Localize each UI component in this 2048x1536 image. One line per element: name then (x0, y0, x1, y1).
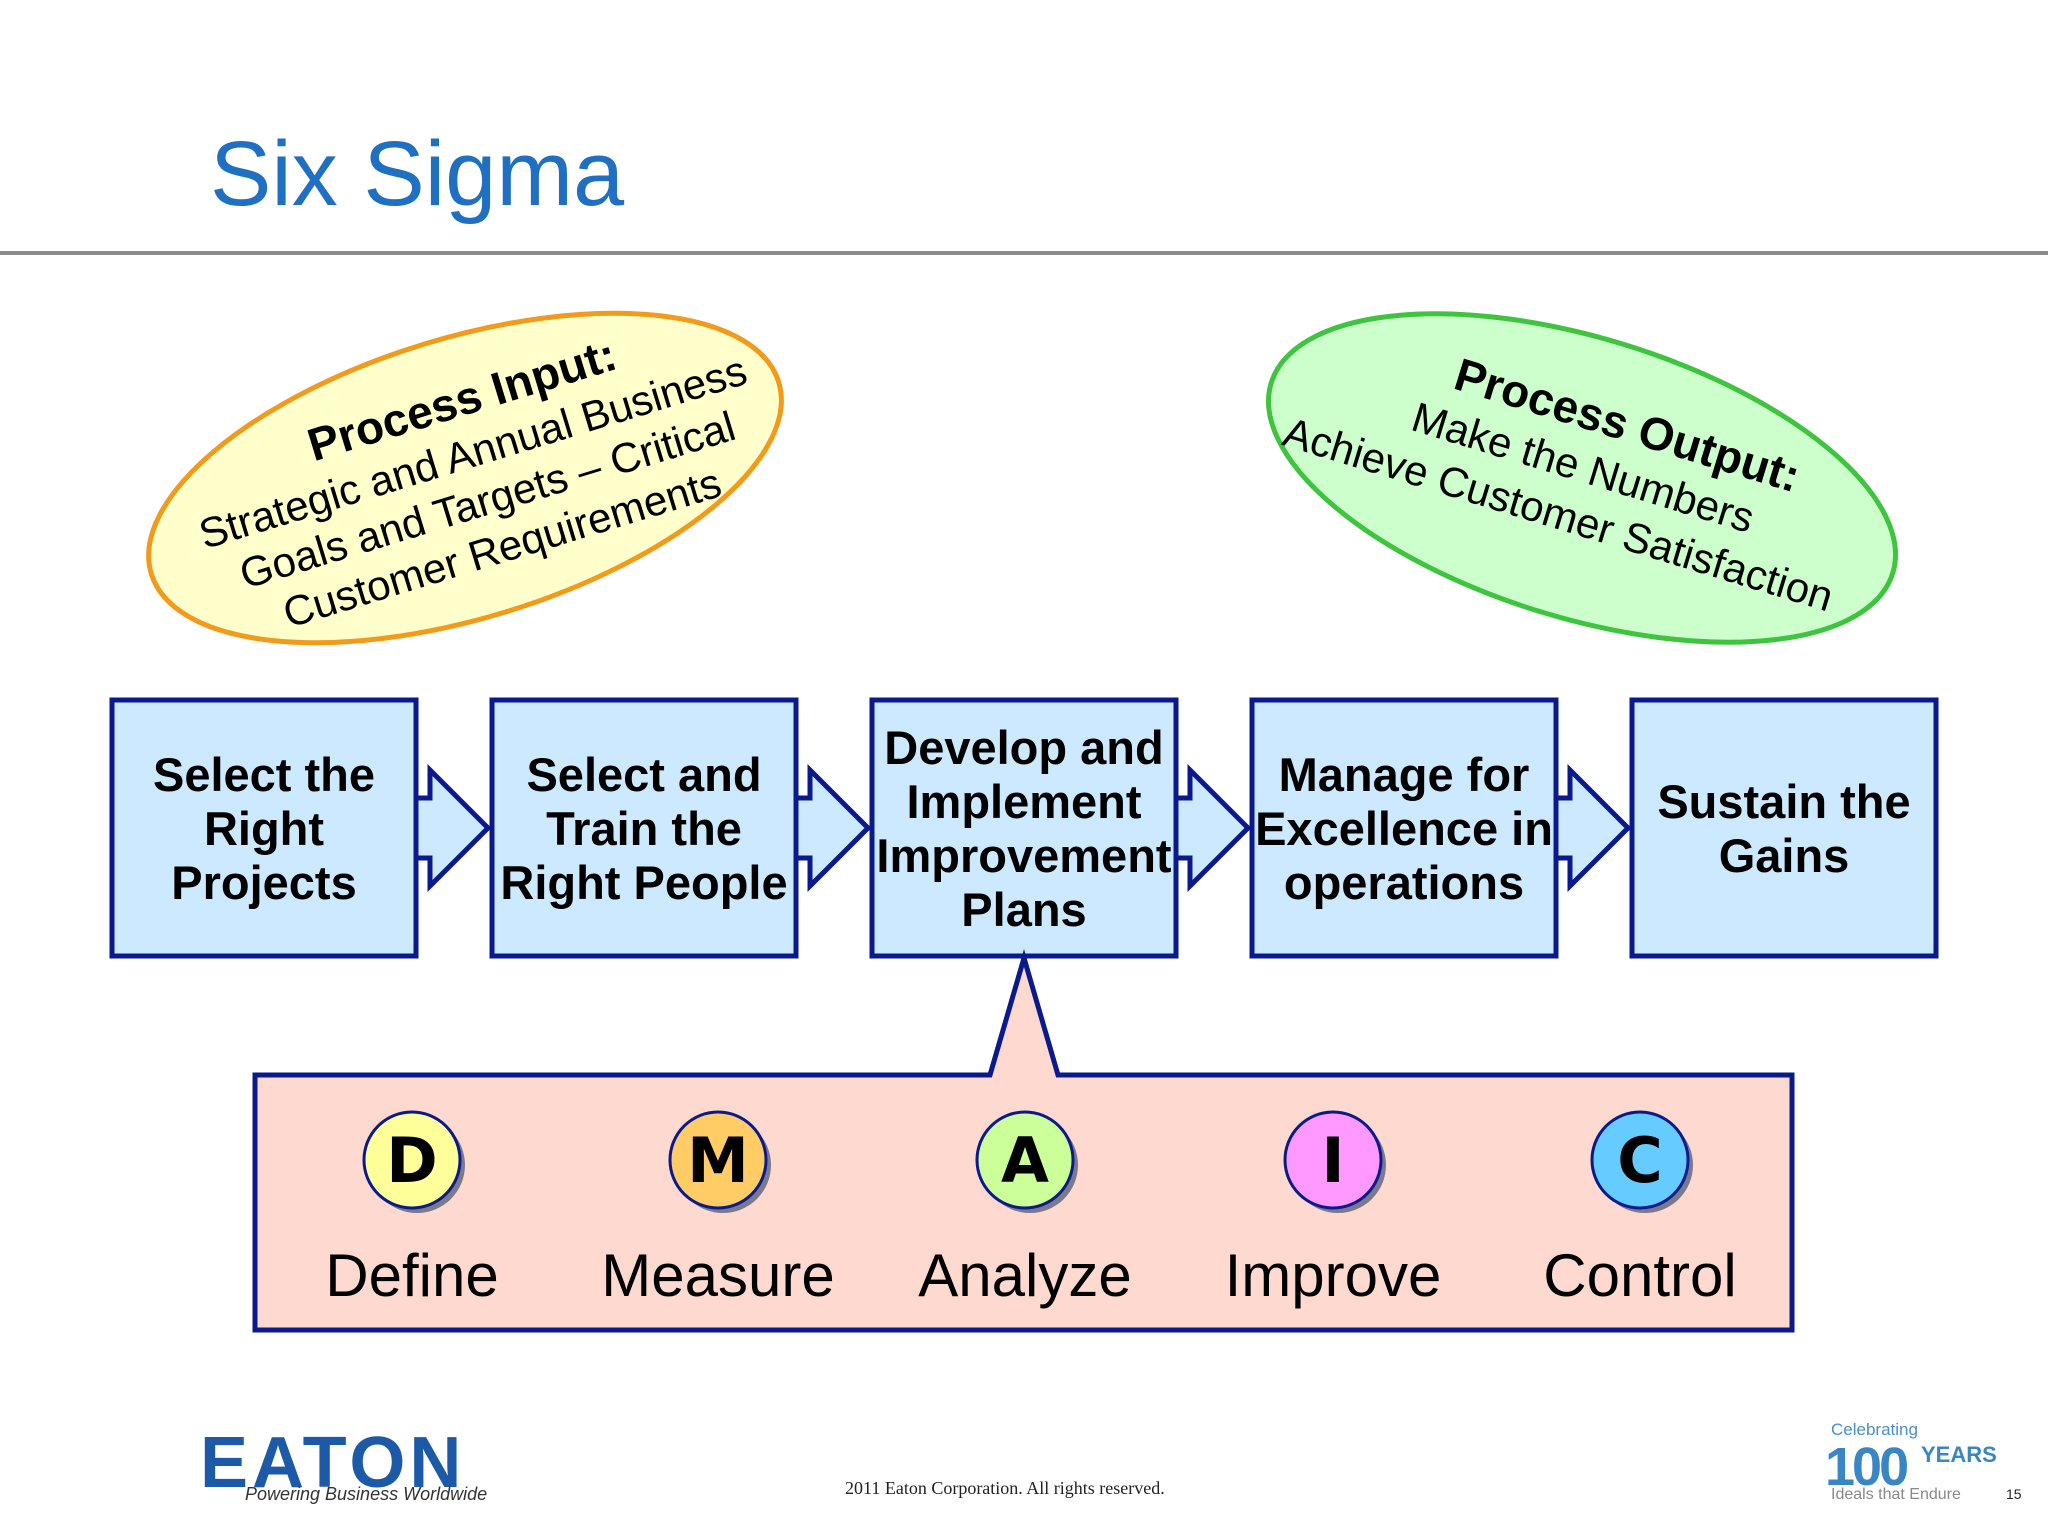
page-number: 15 (2006, 1486, 2022, 1502)
badge-ideals: Ideals that Endure (1831, 1486, 1961, 1503)
phase-badge-circle (668, 1110, 768, 1210)
title-divider (0, 251, 2048, 255)
process-step-label: Manage for (1279, 748, 1530, 801)
process-step-label: Implement (906, 775, 1141, 828)
process-output-callout: Process Output: Make the Numbers Achieve… (1266, 311, 1898, 645)
dmaic-phase-improve: I Improve (1225, 1110, 1442, 1309)
eaton-tagline: Powering Business Worldwide (245, 1484, 488, 1504)
process-step-label: Develop and (884, 721, 1163, 774)
process-step-label: Improvement (876, 829, 1171, 882)
process-step-box (489, 697, 799, 959)
dmaic-phase-control: C Control (1543, 1110, 1737, 1309)
dmaic-phase-measure: M Measure (601, 1110, 835, 1309)
process-step-label: Select and (526, 748, 761, 801)
phase-letter: C (1617, 1124, 1663, 1197)
dmaic-phase-analyze: A Analyze (918, 1110, 1132, 1309)
process-step-label: Train the (546, 802, 742, 855)
copyright-notice: 2011 Eaton Corporation. All rights reser… (845, 1478, 1165, 1498)
phase-letter: I (1321, 1124, 1344, 1197)
process-step-box (109, 697, 419, 959)
phase-badge-circle (1283, 1110, 1383, 1210)
badge-celebrating: Celebrating (1831, 1420, 1918, 1439)
phase-badge-circle (975, 1110, 1075, 1210)
process-step-label: Excellence in (1255, 802, 1553, 855)
process-input-callout: Process Input: Strategic and Annual Busi… (146, 310, 784, 646)
arrow-right-icon (793, 763, 872, 893)
phase-label: Control (1543, 1242, 1736, 1309)
process-step-label: Plans (961, 883, 1086, 936)
centennial-badge: Celebrating 100 YEARS Ideals that Endure (1825, 1420, 2000, 1510)
eaton-logo: EATON (200, 1423, 466, 1503)
phase-letter: D (386, 1124, 437, 1197)
phase-label: Measure (601, 1242, 834, 1309)
dmaic-phase-define: D Define (325, 1110, 499, 1309)
step-arrows (413, 763, 1632, 893)
phase-label: Define (325, 1242, 498, 1309)
phase-label: Analyze (918, 1242, 1131, 1309)
badge-hundred: 100 (1825, 1437, 1909, 1497)
process-step-box (1249, 697, 1559, 959)
arrow-right-icon (1173, 763, 1252, 893)
process-step-label: Right (204, 802, 324, 855)
process-step-label: Sustain the (1657, 775, 1910, 828)
process-step-label: Projects (171, 856, 356, 909)
phase-letter: M (687, 1124, 749, 1197)
slide-title: Six Sigma (210, 123, 625, 225)
badge-years: YEARS (1921, 1442, 1997, 1467)
process-output-ellipse (1266, 311, 1898, 645)
phase-badge-circle (362, 1110, 462, 1210)
phase-letter: A (1001, 1124, 1049, 1197)
process-step-label: Right People (500, 856, 787, 909)
dmaic-phases: D Define M Measure A Analyze I Improve C Control (325, 1110, 1737, 1309)
process-step-box (869, 697, 1179, 959)
process-step-label: Select the (153, 748, 375, 801)
phase-badge-circle (1590, 1110, 1690, 1210)
process-input-ellipse (146, 310, 784, 646)
phase-label: Improve (1225, 1242, 1442, 1309)
process-step-label: operations (1284, 856, 1524, 909)
arrow-right-icon (413, 763, 492, 893)
arrow-right-icon (1553, 763, 1632, 893)
process-step-label: Gains (1719, 829, 1850, 882)
process-step-box (1629, 697, 1939, 959)
